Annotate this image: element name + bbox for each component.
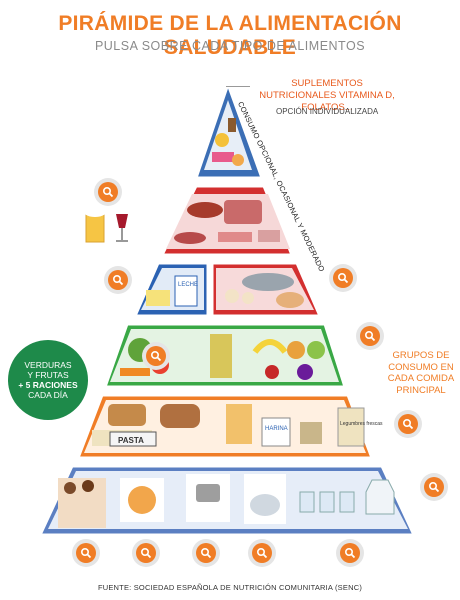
supplements-leader-line bbox=[226, 86, 250, 87]
zoom-icon bbox=[402, 418, 414, 430]
zoom-icon bbox=[140, 547, 152, 559]
zoom-icon bbox=[200, 547, 212, 559]
zoom-icon bbox=[256, 547, 268, 559]
vegetables-badge: VERDURAS Y FRUTAS + 5 RACIONES CADA DÍA bbox=[8, 340, 88, 420]
pasta-label: PASTA bbox=[118, 436, 144, 445]
zoom-water-button[interactable] bbox=[424, 477, 444, 497]
legumbres-label: Legumbres frescas bbox=[340, 421, 383, 427]
zoom-icon bbox=[102, 186, 114, 198]
zoom-icon bbox=[150, 350, 162, 362]
vegetables-line-3: + 5 RACIONES bbox=[18, 380, 78, 390]
groups-label: GRUPOS DE CONSUMO EN CADA COMIDA PRINCIP… bbox=[387, 350, 455, 396]
vegetables-line-1: VERDURAS bbox=[24, 360, 72, 370]
zoom-icon bbox=[112, 274, 124, 286]
zoom-vegetables-button[interactable] bbox=[146, 346, 166, 366]
zoom-icon bbox=[428, 481, 440, 493]
vegetables-line-2: Y FRUTAS bbox=[27, 370, 69, 380]
zoom-icon bbox=[344, 547, 356, 559]
vegetables-line-4: CADA DÍA bbox=[28, 390, 68, 400]
zoom-icon bbox=[364, 330, 376, 342]
page-subtitle: PULSA SOBRE CADA TIPO DE ALIMENTOS bbox=[94, 39, 366, 53]
zoom-cooking-button[interactable] bbox=[252, 543, 272, 563]
zoom-optional-button[interactable] bbox=[98, 182, 118, 202]
zoom-emotional-button[interactable] bbox=[136, 543, 156, 563]
leche-label: LECHE bbox=[178, 282, 198, 288]
zoom-hydration-button[interactable] bbox=[340, 543, 360, 563]
page-title: PIRÁMIDE DE LA ALIMENTACIÓN SALUDABLE bbox=[58, 12, 402, 59]
individualized-option-label: OPCIÓN INDIVIDUALIZADA bbox=[276, 107, 379, 116]
zoom-weight-button[interactable] bbox=[196, 543, 216, 563]
zoom-icon bbox=[80, 547, 92, 559]
zoom-groups-button[interactable] bbox=[360, 326, 380, 346]
zoom-dairy-button[interactable] bbox=[108, 270, 128, 290]
zoom-icon bbox=[337, 272, 349, 284]
zoom-protein-button[interactable] bbox=[333, 268, 353, 288]
supplements-label: SUPLEMENTOS NUTRICIONALES VITAMINA D, FO… bbox=[259, 78, 395, 113]
zoom-cereals-button[interactable] bbox=[398, 414, 418, 434]
source-footer: FUENTE: SOCIEDAD ESPAÑOLA DE NUTRICIÓN C… bbox=[97, 583, 363, 592]
harina-label: HARINA bbox=[265, 426, 288, 432]
zoom-activity-button[interactable] bbox=[76, 543, 96, 563]
